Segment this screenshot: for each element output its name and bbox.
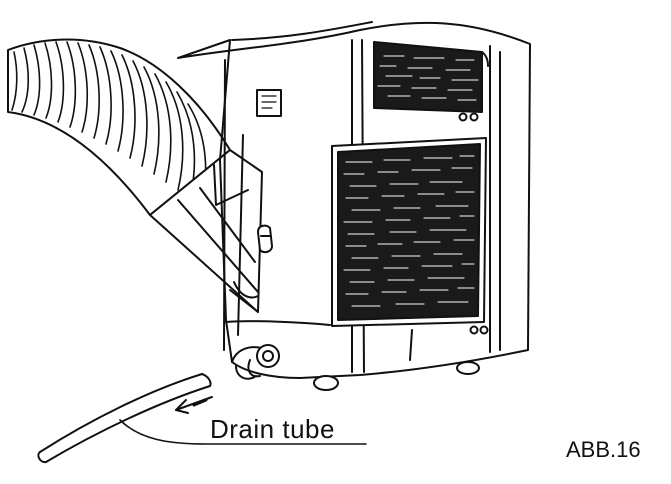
upper-grille (373, 41, 489, 113)
callout-leader (119, 419, 367, 445)
screw (479, 325, 489, 335)
screw (469, 325, 479, 335)
direction-arrow (175, 396, 213, 414)
label-plate (256, 89, 282, 117)
side-knob (257, 224, 273, 254)
caster-wheels (235, 361, 480, 391)
drain-tube (37, 373, 212, 464)
drain-tube-label: Drain tube (210, 414, 335, 444)
filter-grille (331, 137, 487, 327)
side-seam (237, 134, 244, 336)
screw (469, 112, 479, 122)
exhaust-hose (7, 38, 231, 216)
drain-outlet (247, 344, 280, 378)
hose-adapter (149, 149, 263, 313)
figure-number: ABB.16 (566, 437, 641, 462)
screw (458, 112, 468, 122)
